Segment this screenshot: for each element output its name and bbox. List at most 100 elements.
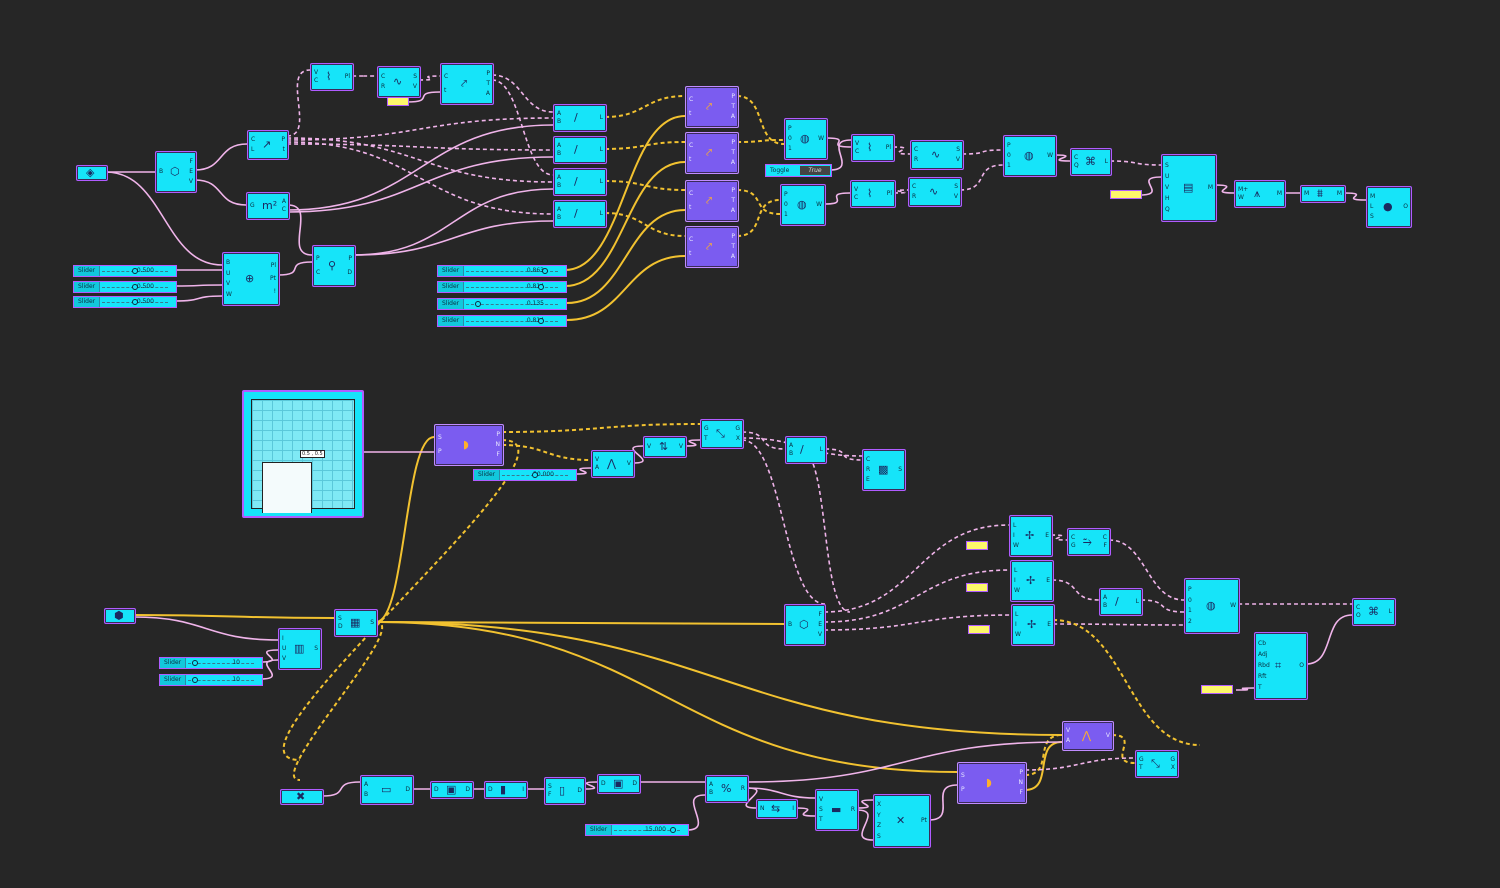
deconstruct-brep-out-port[interactable]: E: [189, 168, 193, 175]
eval-curve-d-in-port[interactable]: t: [689, 249, 692, 257]
wire[interactable]: [287, 156, 554, 213]
wire[interactable]: [799, 448, 851, 613]
data-d2-in-port[interactable]: D: [488, 786, 493, 793]
slider-knob[interactable]: [542, 268, 549, 274]
flip-curve-out-port[interactable]: C: [1102, 533, 1107, 541]
line-6-in-port[interactable]: B: [1103, 602, 1108, 610]
curve-sv-2-in-port[interactable]: C: [914, 146, 919, 154]
area-in-port[interactable]: G: [250, 202, 255, 209]
perp-frame-3-in-port[interactable]: V: [854, 185, 859, 193]
line-2-in-port[interactable]: B: [557, 150, 562, 158]
divide-length-2-in-port[interactable]: L: [1014, 567, 1018, 574]
weave-3-in-port[interactable]: 0: [1007, 152, 1011, 159]
wire[interactable]: [736, 139, 785, 143]
deconstruct-brep-in-port[interactable]: B: [159, 168, 164, 175]
isotrim-in-port[interactable]: U: [282, 645, 287, 652]
mesh-from-pts-out-port[interactable]: M: [1207, 184, 1213, 191]
pt-on-curve-out-port[interactable]: P: [348, 255, 352, 263]
construct-pt-in-port[interactable]: S: [877, 832, 881, 840]
line-4-in-port[interactable]: B: [557, 214, 562, 222]
wire[interactable]: [823, 192, 851, 205]
yellow-panel-1[interactable]: [387, 97, 409, 106]
divide-length-1-in-port[interactable]: W: [1013, 542, 1019, 549]
vec-amp-2-out-port[interactable]: V: [1105, 732, 1110, 739]
wire[interactable]: [632, 445, 644, 464]
flip-curve-in-port[interactable]: C: [1071, 533, 1076, 541]
move-in-port[interactable]: G: [704, 425, 709, 433]
remap-out-port[interactable]: R: [850, 806, 855, 813]
divide-length-1-out-port[interactable]: E: [1045, 532, 1049, 539]
move-out-port[interactable]: G: [735, 425, 740, 433]
fillet-in-port[interactable]: T: [1258, 684, 1262, 691]
wire[interactable]: [736, 95, 785, 145]
line-5-in-port[interactable]: A: [789, 441, 794, 449]
eval-curve-c-out-port[interactable]: T: [731, 197, 735, 204]
line-6-in-port[interactable]: A: [1103, 593, 1108, 601]
evaluate-surface-in-port[interactable]: U: [226, 269, 231, 277]
graph-area[interactable]: 0.5 , 0.5: [251, 399, 355, 513]
curve-sv-3-out-port[interactable]: V: [953, 192, 958, 200]
weave-4-out-port[interactable]: W: [1230, 602, 1236, 609]
vec-reverse-out-port[interactable]: V: [678, 443, 683, 450]
eval-curve-a-out-port[interactable]: P: [731, 93, 735, 100]
line-5-in-port[interactable]: B: [789, 450, 794, 458]
component-geo-param[interactable]: ⬢: [104, 608, 136, 624]
perp-frame-3-in-port[interactable]: C: [854, 194, 859, 202]
mesh-join-in-port[interactable]: M: [1304, 190, 1310, 197]
slider-track[interactable]: [614, 830, 680, 831]
wire[interactable]: [1024, 741, 1063, 791]
wire[interactable]: [1051, 579, 1100, 601]
eval-curve-d-out-port[interactable]: T: [731, 243, 735, 250]
custom-preview-out-port[interactable]: O: [1403, 203, 1408, 210]
perp-frame-in-port[interactable]: V: [314, 68, 319, 76]
wire[interactable]: [823, 569, 1011, 623]
deconstruct-brep-2-out-port[interactable]: F: [818, 611, 822, 618]
line-1-in-port[interactable]: A: [557, 109, 562, 117]
wire[interactable]: [286, 143, 554, 151]
curve-sv-2-out-port[interactable]: V: [955, 155, 960, 163]
vec-amp-out-port[interactable]: V: [626, 460, 631, 467]
construct-pt-in-port[interactable]: Z: [877, 822, 882, 830]
wire[interactable]: [746, 787, 816, 799]
yellow-panel-3[interactable]: [966, 541, 988, 550]
wire[interactable]: [566, 255, 686, 321]
remap-in-port[interactable]: V: [819, 796, 824, 803]
component-list-input[interactable]: ✖: [280, 789, 324, 805]
evaluate-surface-in-port[interactable]: W: [226, 290, 232, 298]
line-5-out-port[interactable]: L: [819, 446, 823, 453]
eval-curve-c-out-port[interactable]: P: [731, 187, 735, 194]
wire[interactable]: [961, 149, 1004, 155]
vec-amp-2-in-port[interactable]: A: [1066, 736, 1071, 744]
perp-frame-in-port[interactable]: C: [314, 77, 319, 85]
curve-length-param-in-port[interactable]: C: [251, 136, 256, 144]
yellow-panel-2[interactable]: [1110, 190, 1142, 199]
wire[interactable]: [133, 616, 279, 641]
wire[interactable]: [1235, 687, 1255, 691]
eval-curve-a-in-port[interactable]: C: [689, 96, 694, 104]
wire[interactable]: [282, 439, 520, 761]
wire[interactable]: [1024, 757, 1136, 771]
weave-4-in-port[interactable]: P: [1188, 585, 1192, 593]
line-3-out-port[interactable]: L: [599, 178, 603, 185]
flip-curve-out-port[interactable]: F: [1103, 542, 1107, 550]
evaluate-surface-in-port[interactable]: B: [226, 259, 231, 267]
line-2-out-port[interactable]: L: [599, 146, 603, 153]
deconstruct-brep-out-port[interactable]: F: [189, 158, 193, 165]
custom-preview-in-port[interactable]: L: [1370, 203, 1374, 210]
